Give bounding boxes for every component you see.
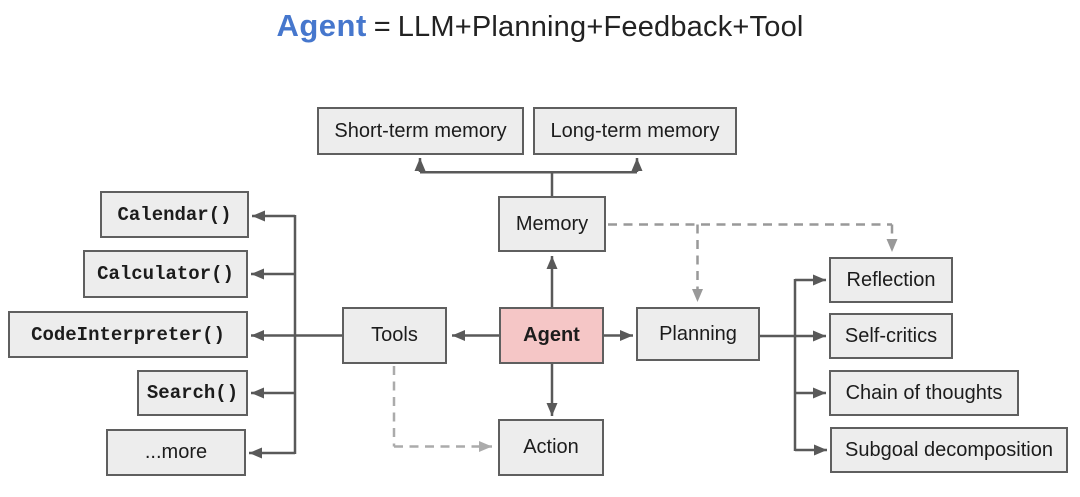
title-equals-sign: = <box>373 11 391 43</box>
node-reflection: Reflection <box>829 257 953 303</box>
solid-arrows <box>249 158 827 459</box>
node-agent: Agent <box>499 307 604 364</box>
title-expansion: LLM+Planning+Feedback+Tool <box>397 11 804 43</box>
node-long-term-memory: Long-term memory <box>533 107 737 155</box>
node-self-critics: Self-critics <box>829 313 953 359</box>
node-action: Action <box>498 419 604 476</box>
node-tools: Tools <box>342 307 447 364</box>
node-subgoal-decomposition: Subgoal decomposition <box>830 427 1068 473</box>
node-memory: Memory <box>498 196 606 252</box>
node-short-term-memory: Short-term memory <box>317 107 524 155</box>
title-term: Agent <box>276 8 367 43</box>
node-calculator: Calculator() <box>83 250 248 298</box>
node-calendar: Calendar() <box>100 191 249 238</box>
dashed-memory-connectors <box>608 223 898 302</box>
node-planning: Planning <box>636 307 760 361</box>
node-code-interpreter: CodeInterpreter() <box>8 311 248 358</box>
diagram-title: Agent=LLM+Planning+Feedback+Tool <box>0 8 1080 44</box>
node-chain-of-thoughts: Chain of thoughts <box>829 370 1019 416</box>
node-search: Search() <box>137 370 248 416</box>
dashed-tools-action-connector <box>392 366 492 452</box>
node-more: ...more <box>106 429 246 476</box>
